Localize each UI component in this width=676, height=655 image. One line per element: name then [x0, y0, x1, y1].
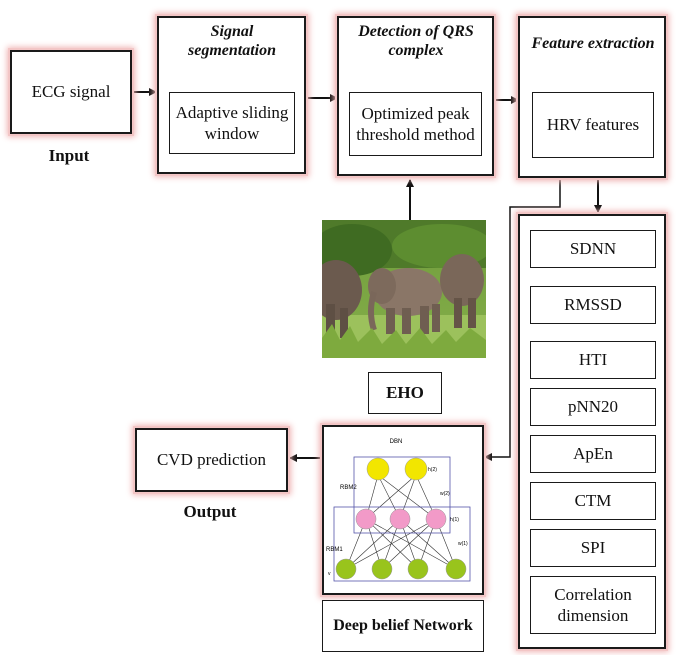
qrs-detection-box: Detection of QRS complex Optimized peak …: [337, 16, 494, 176]
output-box: CVD prediction: [135, 428, 288, 492]
segmentation-box: Signal segmentation Adaptive sliding win…: [157, 16, 306, 174]
rbm2-label: RBM2: [340, 485, 357, 491]
dbn-node-bottom-2: [371, 558, 393, 580]
ecg-signal-label: ECG signal: [20, 60, 122, 124]
dbn-network-diagram: DBN RBM2 RBM1 h(2) w(2) h(1) w(1) v: [326, 439, 471, 582]
dbn-node-middle-1: [355, 508, 377, 530]
h1-label: h(1): [450, 517, 459, 523]
rbm2-bracket: [353, 456, 451, 534]
segmentation-heading: Signal segmentation: [187, 23, 276, 60]
eho-label-box: EHO: [368, 372, 442, 414]
feature-item-correlation-dimension: Correlation dimension: [530, 576, 656, 634]
dbn-node-bottom-4: [445, 558, 467, 580]
feature-item-pnn20: pNN20: [530, 388, 656, 426]
dbn-node-top-2: [404, 457, 428, 481]
dbn-caption: Deep belief Network: [333, 617, 473, 634]
dbn-node-bottom-3: [407, 558, 429, 580]
feature-item-ctm: CTM: [530, 482, 656, 520]
optimized-peak-threshold-box: Optimized peak threshold method: [349, 92, 482, 156]
elephant-herd-image: [322, 220, 486, 358]
dbn-node-top-1: [366, 457, 390, 481]
feature-item-hti: HTI: [530, 341, 656, 379]
v-label: v: [328, 571, 331, 577]
adaptive-sliding-window-box: Adaptive sliding window: [169, 92, 295, 154]
rbm1-bracket: [333, 506, 471, 582]
dbn-title: DBN: [390, 439, 403, 445]
dbn-node-middle-2: [389, 508, 411, 530]
rbm1-label: RBM1: [326, 547, 343, 553]
feature-heading: Feature extraction: [531, 35, 655, 52]
feature-item-sdnn: SDNN: [530, 230, 656, 268]
feature-item-rmssd: RMSSD: [530, 286, 656, 324]
features-list-panel: SDNN RMSSD HTI pNN20 ApEn CTM SPI Correl…: [518, 214, 666, 649]
w2-label: w(2): [440, 491, 450, 497]
hrv-features-box: HRV features: [532, 92, 654, 158]
dbn-caption-box: Deep belief Network: [322, 600, 484, 652]
input-box: ECG signal: [10, 50, 132, 134]
cvd-prediction-label: CVD prediction: [141, 434, 282, 486]
input-caption: Input: [48, 146, 90, 165]
dbn-node-bottom-1: [335, 558, 357, 580]
w1-label: w(1): [458, 541, 468, 547]
h2-label: h(2): [428, 467, 437, 473]
feature-extraction-box: Feature extraction HRV features: [518, 16, 666, 178]
qrs-heading: Detection of QRS complex: [358, 23, 474, 60]
feature-item-spi: SPI: [530, 529, 656, 567]
dbn-node-middle-3: [425, 508, 447, 530]
eho-label: EHO: [386, 383, 424, 402]
output-caption: Output: [183, 502, 237, 521]
dbn-box: DBN RBM2 RBM1 h(2) w(2) h(1) w(1) v: [322, 425, 484, 595]
feature-item-apen: ApEn: [530, 435, 656, 473]
